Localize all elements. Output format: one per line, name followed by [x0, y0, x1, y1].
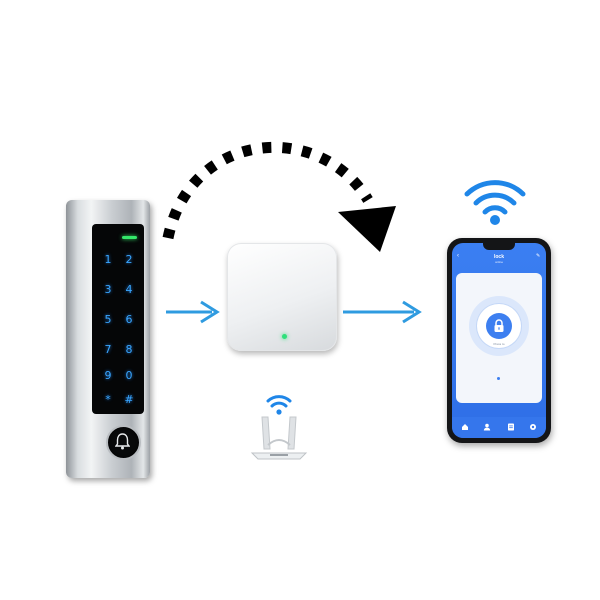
edit-icon[interactable]: ✎ [536, 253, 541, 259]
arrow-keypad-to-gateway [166, 300, 220, 324]
router-body [250, 416, 308, 460]
lock-icon [494, 319, 504, 332]
key-hash[interactable]: # [124, 393, 134, 406]
key-2[interactable]: 2 [125, 253, 133, 266]
keypad-panel: 1 2 3 4 5 6 7 8 9 0 * # [92, 224, 144, 414]
phone-notch [483, 243, 515, 250]
key-8[interactable]: 8 [125, 343, 133, 356]
app-title: lock [493, 254, 504, 260]
key-4[interactable]: 4 [125, 283, 133, 296]
records-icon[interactable] [507, 423, 515, 431]
key-7[interactable]: 7 [104, 343, 112, 356]
gateway-led [282, 334, 287, 339]
press-to-unlock-label: Press to [493, 342, 505, 346]
tab-bar [452, 417, 546, 438]
smartphone: ‹ lock online ✎ Press to [447, 238, 551, 443]
app-subtitle: online [494, 260, 503, 264]
bell-icon [115, 433, 130, 450]
router-device [250, 395, 308, 460]
home-icon[interactable] [461, 423, 469, 431]
phone-screen: ‹ lock online ✎ Press to [452, 243, 546, 438]
wifi-icon [464, 180, 526, 225]
key-6[interactable]: 6 [125, 313, 133, 326]
key-star[interactable]: * [105, 393, 111, 406]
page-indicator-dot [497, 377, 500, 380]
status-led [122, 236, 137, 239]
key-1[interactable]: 1 [104, 253, 112, 266]
router-wifi-icon [266, 395, 292, 415]
key-3[interactable]: 3 [104, 283, 112, 296]
dashed-curve-arrowhead [338, 206, 396, 252]
keypad-device: 1 2 3 4 5 6 7 8 9 0 * # [66, 200, 150, 478]
dashed-curve-line [162, 141, 373, 240]
back-arrow-icon[interactable]: ‹ [457, 253, 459, 259]
lock-card: Press to [456, 273, 542, 403]
settings-icon[interactable] [529, 423, 537, 431]
arrow-gateway-to-phone [343, 300, 422, 324]
gateway-device [227, 243, 337, 351]
key-9[interactable]: 9 [104, 369, 112, 382]
key-5[interactable]: 5 [104, 313, 112, 326]
unlock-button[interactable] [486, 313, 512, 339]
user-icon[interactable] [483, 423, 491, 431]
key-0[interactable]: 0 [125, 369, 133, 382]
doorbell-button[interactable] [106, 425, 141, 460]
